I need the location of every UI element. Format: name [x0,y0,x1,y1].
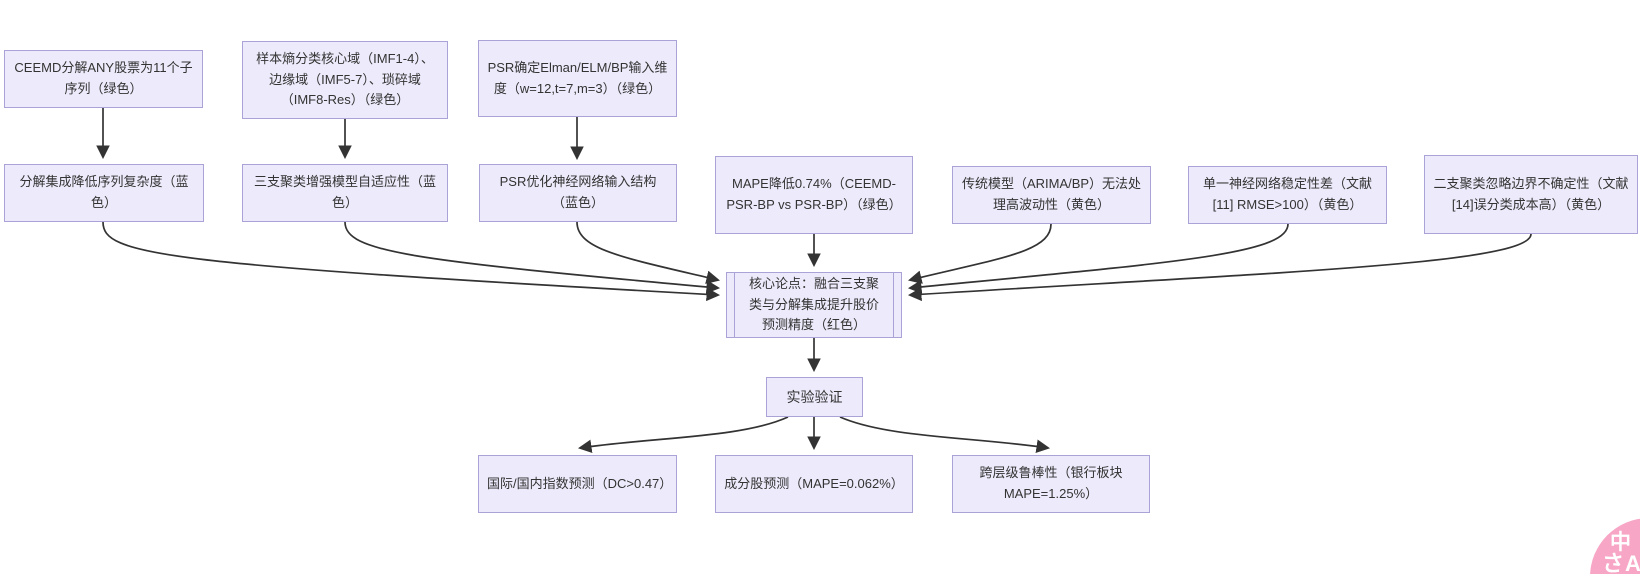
translate-float-button[interactable]: 中 さA [1590,518,1640,574]
node-psr-structure: PSR优化神经网络输入结构（蓝色） [479,164,677,222]
node-three-way-adaptivity: 三支聚类增强模型自适应性（蓝色） [242,164,448,222]
node-index-prediction: 国际/国内指数预测（DC>0.47） [478,455,677,513]
node-label: 国际/国内指数预测（DC>0.47） [487,475,673,491]
edge-l-o [839,416,1051,454]
edge-l-m [577,416,789,454]
node-experiment-validation: 实验验证 [766,377,863,417]
node-label: 跨层级鲁棒性（银行板块MAPE=1.25%） [979,465,1123,501]
edge-j-k [907,233,1532,302]
node-traditional-limitation: 传统模型（ARIMA/BP）无法处理高波动性（黄色） [952,166,1151,224]
node-cross-level-robustness: 跨层级鲁棒性（银行板块MAPE=1.25%） [952,455,1150,513]
node-single-nn-instability: 单一神经网络稳定性差（文献[11] RMSE>100）（黄色） [1188,166,1387,224]
edge-f-k [576,221,720,284]
edge-h-k [908,223,1052,284]
node-label: CEEMD分解ANY股票为11个子序列（绿色） [14,60,193,96]
node-ceemd-decompose: CEEMD分解ANY股票为11个子序列（绿色） [4,50,203,108]
node-label: 成分股预测（MAPE=0.062%） [724,475,904,491]
node-label: 单一神经网络稳定性差（文献[11] RMSE>100）（黄色） [1202,176,1372,212]
node-two-way-limitation: 二支聚类忽略边界不确定性（文献[14]误分类成本高）（黄色） [1424,155,1638,234]
node-mape-improvement: MAPE降低0.74%（CEEMD-PSR-BP vs PSR-BP）（绿色） [715,156,913,234]
node-component-stock-prediction: 成分股预测（MAPE=0.062%） [715,455,913,513]
translate-icon: 中 [1610,531,1631,554]
translate-icon-secondary: さA [1602,551,1640,574]
node-label: 三支聚类增强模型自适应性（蓝色） [253,174,436,210]
node-core-thesis: 核心论点：融合三支聚类与分解集成提升股价预测精度（红色） [726,272,902,338]
node-label: 分解集成降低序列复杂度（蓝色） [19,174,189,210]
node-label: 样本熵分类核心域（IMF1-4）、边缘域（IMF5-7）、琐碎域（IMF8-Re… [256,51,434,108]
node-psr-dimension: PSR确定Elman/ELM/BP输入维度（w=12,t=7,m=3）（绿色） [478,40,677,117]
edge-e-k [344,221,721,294]
node-label: 核心论点：融合三支聚类与分解集成提升股价预测精度（红色） [748,276,879,333]
node-sample-entropy: 样本熵分类核心域（IMF1-4）、边缘域（IMF5-7）、琐碎域（IMF8-Re… [242,41,448,119]
node-label: 二支聚类忽略边界不确定性（文献[14]误分类成本高）（黄色） [1433,175,1629,212]
node-label: PSR优化神经网络输入结构（蓝色） [499,174,657,210]
node-label: MAPE降低0.74%（CEEMD-PSR-BP vs PSR-BP）（绿色） [726,176,902,212]
edge-d-k [102,221,721,302]
node-label: PSR确定Elman/ELM/BP输入维度（w=12,t=7,m=3）（绿色） [487,59,668,96]
node-label: 传统模型（ARIMA/BP）无法处理高波动性（黄色） [961,176,1142,212]
node-decomposition-complexity: 分解集成降低序列复杂度（蓝色） [4,164,204,222]
edge-i-k [907,223,1289,294]
node-label: 实验验证 [786,388,843,405]
